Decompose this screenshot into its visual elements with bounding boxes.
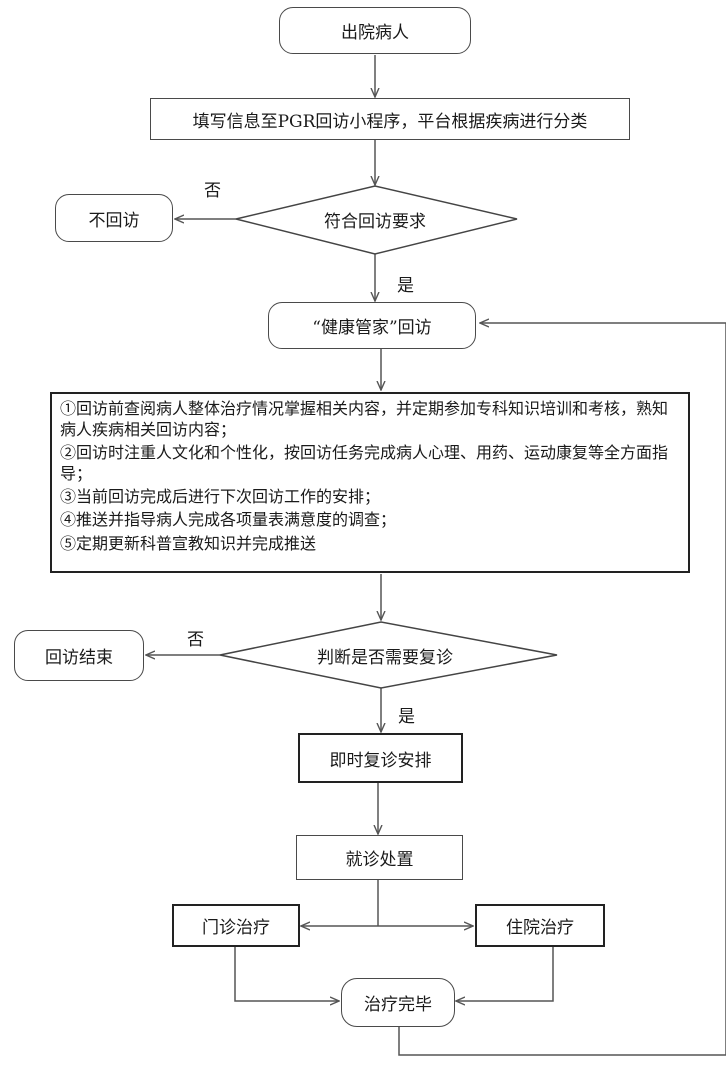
judge-diamond bbox=[219, 621, 558, 689]
fill-info-label: 填写信息至PGR回访小程序，平台根据疾病进行分类 bbox=[192, 111, 588, 132]
followup-end-node: 回访结束 bbox=[14, 630, 144, 681]
revisit-arrange-label: 即时复诊安排 bbox=[329, 750, 432, 771]
revisit-arrange-node: 即时复诊安排 bbox=[298, 733, 463, 783]
judge-label: 判断是否需要复诊 bbox=[317, 647, 453, 668]
yes-label-1: 是 bbox=[397, 276, 414, 296]
followup-steps-box: ①回访前查阅病人整体治疗情况掌握相关内容，并定期参加专科知识培训和考核，熟知病人… bbox=[50, 392, 690, 573]
discharge-label: 出院病人 bbox=[341, 23, 409, 43]
inpatient-label: 住院治疗 bbox=[506, 918, 574, 938]
step-2: ②回访时注重人文化和个性化，按回访任务完成病人心理、用药、运动康复等全方面指导； bbox=[60, 442, 669, 483]
discharge-node: 出院病人 bbox=[279, 7, 471, 54]
eligibility-diamond bbox=[235, 185, 518, 255]
followup-end-label: 回访结束 bbox=[45, 648, 113, 668]
no-followup-node: 不回访 bbox=[55, 194, 173, 242]
no-followup-label: 不回访 bbox=[88, 210, 140, 231]
arrow-loop-back bbox=[398, 323, 726, 1056]
treatment-done-node: 治疗完毕 bbox=[341, 978, 455, 1027]
step-1: ①回访前查阅病人整体治疗情况掌握相关内容，并定期参加专科知识培训和考核，熟知病人… bbox=[60, 399, 669, 439]
inpatient-node: 住院治疗 bbox=[475, 904, 605, 947]
arrow-inpatient-to-done bbox=[456, 947, 554, 1001]
treatment-node: 就诊处置 bbox=[296, 835, 463, 880]
eligibility-label: 符合回访要求 bbox=[324, 211, 426, 232]
arrow-outpatient-to-done bbox=[234, 947, 339, 1001]
step-3: ③当前回访完成后进行下次回访工作的安排； bbox=[60, 486, 381, 506]
outpatient-node: 门诊治疗 bbox=[172, 904, 300, 947]
health-manager-label: “健康管家”回访 bbox=[312, 318, 432, 338]
step-4: ④推送并指导病人完成各项量表满意度的调查； bbox=[60, 510, 397, 530]
fill-info-node: 填写信息至PGR回访小程序，平台根据疾病进行分类 bbox=[150, 98, 630, 140]
no-label-2: 否 bbox=[187, 630, 204, 650]
health-manager-node: “健康管家”回访 bbox=[268, 302, 476, 349]
treatment-done-label: 治疗完毕 bbox=[364, 995, 432, 1015]
treatment-label: 就诊处置 bbox=[345, 850, 414, 870]
yes-label-2: 是 bbox=[398, 707, 415, 727]
step-5: ⑤定期更新科普宣教知识并完成推送 bbox=[60, 533, 317, 553]
no-label-1: 否 bbox=[204, 181, 221, 201]
outpatient-label: 门诊治疗 bbox=[202, 918, 270, 938]
